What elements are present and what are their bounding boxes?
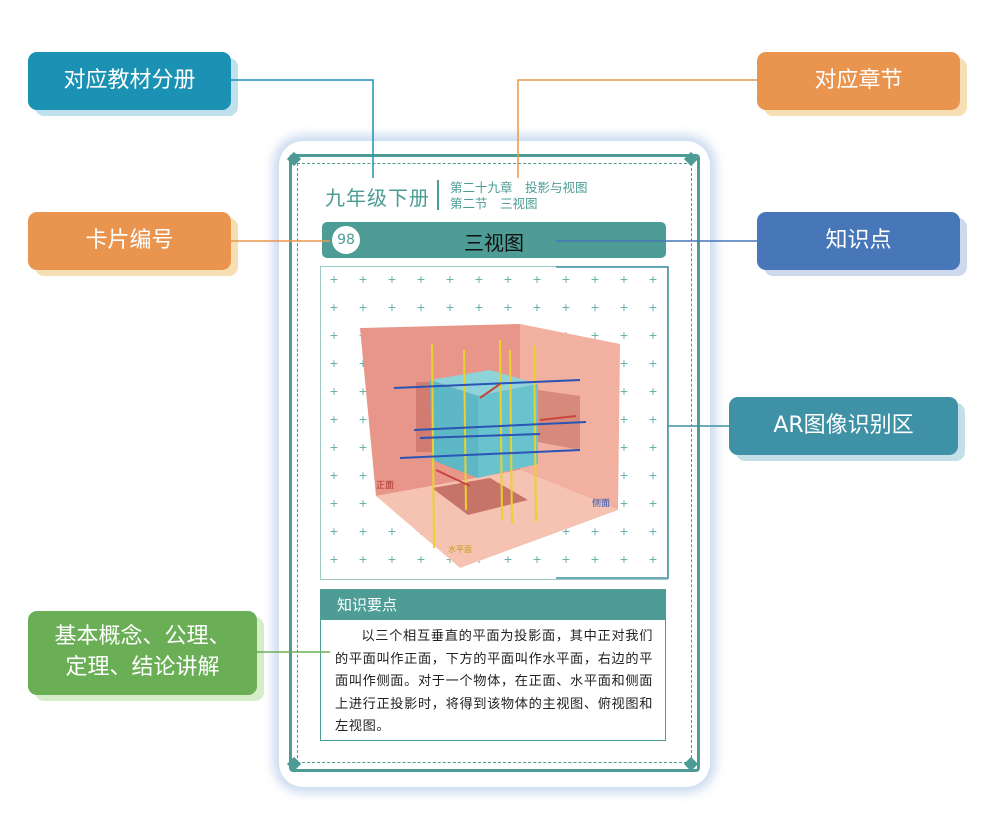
knowledge-essentials-box: 知识要点 以三个相互垂直的平面为投影面，其中正对我们的平面叫作正面，下方的平面叫… — [320, 589, 666, 741]
plus-mark: + — [358, 357, 367, 370]
plus-mark: + — [358, 525, 367, 538]
front-label: 正面 — [376, 480, 394, 490]
plus-mark: + — [358, 413, 367, 426]
cube-side — [478, 384, 538, 478]
chapter-line-2: 第二节 三视图 — [450, 196, 538, 211]
plus-mark: + — [387, 273, 396, 286]
plus-mark: + — [561, 273, 570, 286]
callout-concepts-line2: 定理、结论讲解 — [65, 655, 220, 680]
plus-mark: + — [329, 553, 338, 566]
plus-mark: + — [416, 553, 425, 566]
plus-mark: + — [416, 301, 425, 314]
callout-chapter-label: 对应章节 — [814, 67, 903, 93]
plus-mark: + — [329, 273, 338, 286]
plus-mark: + — [648, 441, 657, 454]
plus-mark: + — [358, 273, 367, 286]
plus-mark: + — [358, 469, 367, 482]
knowledge-essentials-title: 知识要点 — [321, 590, 665, 620]
top-view-projection — [432, 478, 528, 515]
callout-concepts: 基本概念、公理、 定理、结论讲解 — [28, 611, 264, 701]
callout-card-number-label: 卡片编号 — [85, 227, 174, 253]
plus-mark: + — [329, 525, 338, 538]
plus-mark: + — [358, 497, 367, 510]
plus-mark: + — [387, 553, 396, 566]
plus-mark: + — [329, 329, 338, 342]
plus-mark: + — [387, 301, 396, 314]
callout-fill — [28, 212, 231, 270]
plus-mark: + — [329, 469, 338, 482]
plus-mark: + — [503, 273, 512, 286]
plus-mark: + — [358, 301, 367, 314]
plus-mark: + — [590, 273, 599, 286]
callout-chapter: 对应章节 — [757, 52, 967, 116]
plus-mark: + — [358, 553, 367, 566]
plus-mark: + — [532, 273, 541, 286]
callout-fill — [757, 212, 960, 270]
plus-mark: + — [648, 329, 657, 342]
plus-mark: + — [648, 273, 657, 286]
card-frame — [289, 154, 700, 772]
plus-mark: + — [648, 553, 657, 566]
callout-knowledge-point: 知识点 — [757, 212, 967, 276]
plus-mark: + — [648, 301, 657, 314]
callout-textbook-label: 对应教材分册 — [63, 67, 196, 93]
plus-mark: + — [329, 441, 338, 454]
plus-mark: + — [532, 553, 541, 566]
callout-card-number: 卡片编号 — [28, 212, 238, 276]
grade-volume: 九年级下册 — [325, 186, 430, 210]
plus-mark: + — [416, 273, 425, 286]
callout-ar-zone-label: AR图像识别区 — [773, 412, 914, 438]
plus-mark: + — [532, 301, 541, 314]
plus-mark: + — [358, 441, 367, 454]
plus-mark: + — [503, 301, 512, 314]
callout-fill — [757, 52, 960, 110]
knowledge-essentials-text: 以三个相互垂直的平面为投影面，其中正对我们的平面叫作正面，下方的平面叫作水平面，… — [335, 629, 653, 734]
plus-mark: + — [445, 301, 454, 314]
knowledge-point-bar: 三视图 — [322, 222, 666, 258]
plus-mark: + — [474, 301, 483, 314]
plus-mark: + — [619, 273, 628, 286]
plus-mark: + — [503, 553, 512, 566]
chapter-line-1: 第二十九章 投影与视图 — [450, 180, 588, 195]
callout-concepts-label: 基本概念、公理、 定理、结论讲解 — [54, 622, 230, 684]
knowledge-point-title: 三视图 — [464, 231, 524, 255]
grade-separator — [437, 180, 439, 210]
floor-label: 水平面 — [448, 544, 472, 554]
callout-concepts-line1: 基本概念、公理、 — [54, 624, 231, 650]
callout-fill — [28, 611, 257, 695]
yellow-projection-lines — [431, 339, 537, 549]
callout-textbook: 对应教材分册 — [28, 52, 238, 116]
plus-mark: + — [445, 553, 454, 566]
callout-ar-zone: AR图像识别区 — [729, 397, 965, 461]
plus-mark: + — [474, 273, 483, 286]
plus-mark: + — [329, 497, 338, 510]
plus-mark: + — [648, 469, 657, 482]
three-views-scene: 正面 侧面 水平面 — [360, 324, 620, 568]
plus-mark: + — [648, 357, 657, 370]
plus-mark: + — [329, 301, 338, 314]
chapter-info: 第二十九章 投影与视图 第二节 三视图 — [450, 180, 588, 212]
callout-knowledge-point-label: 知识点 — [825, 227, 892, 253]
plus-mark: + — [329, 357, 338, 370]
callout-fill — [28, 52, 231, 110]
plus-mark: + — [358, 385, 367, 398]
side-label: 侧面 — [592, 497, 610, 508]
callout-fill — [729, 397, 958, 455]
plus-mark: + — [648, 525, 657, 538]
plus-mark: + — [648, 413, 657, 426]
plus-mark: + — [387, 525, 396, 538]
plus-mark: + — [329, 413, 338, 426]
plus-mark: + — [648, 385, 657, 398]
plus-mark: + — [329, 385, 338, 398]
plus-mark: + — [648, 497, 657, 510]
card-dashed-border — [297, 163, 692, 763]
card-number-badge: 98 — [330, 224, 362, 256]
plus-mark: + — [445, 273, 454, 286]
